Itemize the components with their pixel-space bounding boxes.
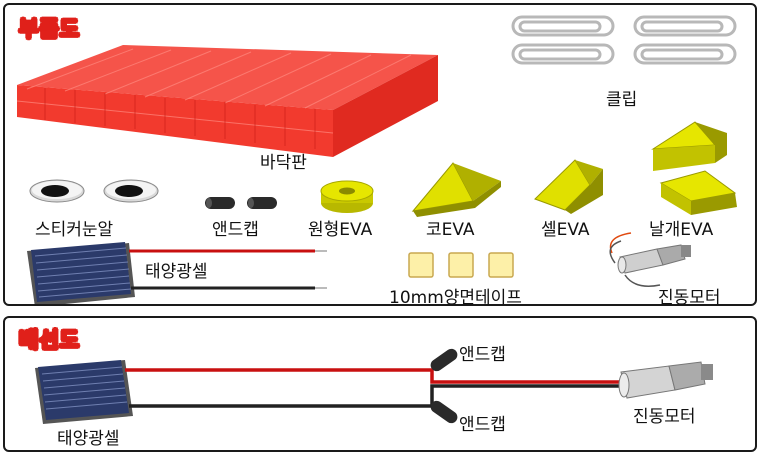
clip-label: 클립 — [606, 90, 638, 110]
end-cap-image — [205, 197, 277, 209]
wiring-end-cap-bottom-label: 앤드캡 — [459, 415, 506, 435]
wiring-end-cap-top-image — [430, 348, 458, 372]
clip-image — [511, 15, 737, 65]
cell-eva-image — [534, 159, 603, 214]
sticker-eye-image — [29, 179, 159, 203]
black-wire — [129, 384, 625, 408]
wing-eva-image — [651, 121, 737, 215]
parts-panel: 부품도 — [3, 3, 757, 308]
wiring-end-cap-bottom-image — [430, 400, 458, 424]
nose-eva-image — [411, 162, 501, 217]
wiring-end-cap-top-label: 앤드캡 — [459, 345, 506, 365]
solar-cell-label: 태양광셀 — [145, 262, 208, 282]
tape-image — [408, 252, 514, 278]
floor-board-image — [16, 45, 438, 157]
wing-eva-label: 날개EVA — [649, 220, 714, 240]
wiring-vibration-motor-label: 진동모터 — [633, 407, 696, 427]
wiring-solar-cell-label: 태양광셀 — [57, 429, 120, 449]
parts-illustration — [16, 15, 737, 304]
end-cap-label: 앤드캡 — [212, 220, 259, 240]
red-wire — [125, 368, 625, 384]
round-eva-image — [320, 180, 374, 213]
wiring-panel: 배선도 앤드캡 앤드캡 태양 — [3, 316, 757, 452]
floor-board-label: 바닥판 — [260, 153, 307, 173]
cell-eva-label: 셀EVA — [541, 220, 590, 240]
wiring-vibration-motor-image — [618, 361, 713, 399]
tape-label: 10mm양면테이프 — [389, 288, 522, 308]
vibration-motor-label: 진동모터 — [658, 288, 721, 308]
solar-cell-image — [27, 242, 327, 304]
nose-eva-label: 코EVA — [426, 220, 475, 240]
wiring-illustration — [35, 348, 713, 424]
wiring-panel-title: 배선도 — [19, 328, 80, 353]
wiring-solar-cell-image — [35, 360, 133, 424]
vibration-motor-image — [609, 232, 691, 287]
round-eva-label: 원형EVA — [308, 220, 373, 240]
sticker-eye-label: 스티커눈알 — [35, 220, 114, 240]
parts-panel-title: 부품도 — [19, 17, 80, 42]
